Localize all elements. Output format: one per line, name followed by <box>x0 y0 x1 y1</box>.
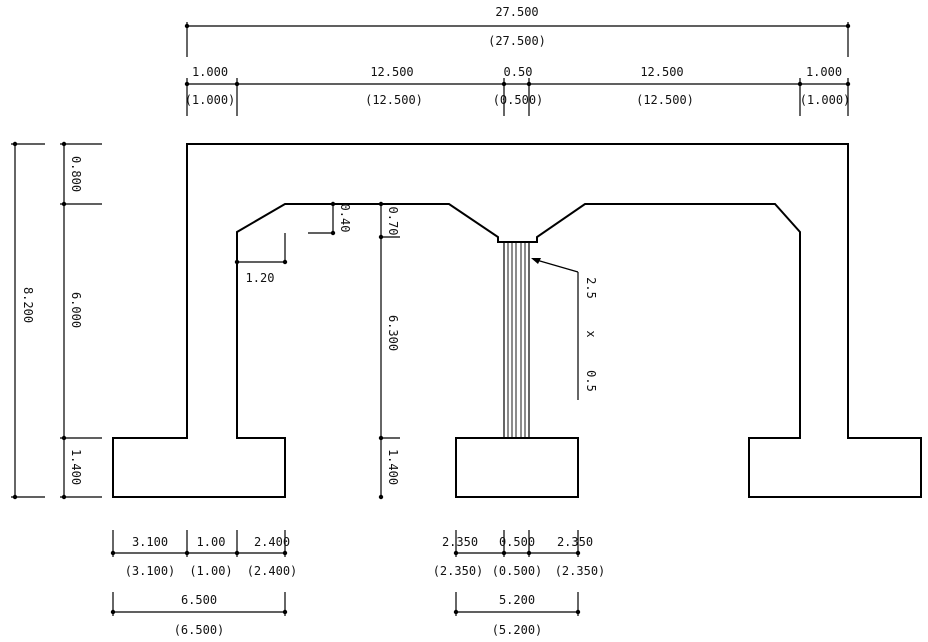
left-footing-total-label: 6.500 <box>181 593 217 607</box>
left-footing-total-paren-label: (6.500) <box>174 623 225 637</box>
center-footing-total-paren-label: (5.200) <box>492 623 543 637</box>
top-seg-5-paren: (1.000) <box>800 93 851 107</box>
left-total-height-dimension: 8.200 <box>11 141 45 500</box>
center-footing-total-label: 5.200 <box>499 593 535 607</box>
pile-label-part3: 0.5 <box>584 370 598 392</box>
pile-label-part2: x <box>584 330 598 337</box>
center-footing-seg-3: 2.350 <box>557 535 593 549</box>
center-footing <box>455 437 579 498</box>
left-footing-seg-3: 2.400 <box>254 535 290 549</box>
center-footing-seg-1: 2.350 <box>442 535 478 549</box>
outer-frame-outline <box>112 143 922 498</box>
left-footing-seg-1-paren: (3.100) <box>125 564 176 578</box>
slab-height-label: 0.800 <box>69 156 83 192</box>
top-segment-dimension: 1.000 12.500 0.50 12.500 1.000 (1.000) (… <box>185 65 851 116</box>
total-height-label: 8.200 <box>21 287 35 323</box>
center-footing-seg-2: 0.500 <box>499 535 535 549</box>
inner-height-dimension: 0.70 6.300 1.400 <box>378 201 400 500</box>
haunch-height-label: 0.40 <box>338 204 352 233</box>
top-seg-1: 1.000 <box>192 65 228 79</box>
left-footing-seg-2: 1.00 <box>197 535 226 549</box>
top-seg-2: 12.500 <box>370 65 413 79</box>
top-total-label: 27.500 <box>495 5 538 19</box>
clear-height-label: 6.300 <box>386 315 400 351</box>
center-footing-segment-dimension: 2.350 0.500 2.350 (2.350) (0.500) (2.350… <box>433 530 606 578</box>
center-footing-seg-1-paren: (2.350) <box>433 564 484 578</box>
web-top-label: 0.70 <box>386 207 400 236</box>
left-footing-seg-2-paren: (1.00) <box>189 564 232 578</box>
haunch-width-dimension: 1.20 <box>234 233 288 285</box>
haunch-width-label: 1.20 <box>246 271 275 285</box>
haunch-height-dimension: 0.40 <box>308 201 352 236</box>
top-seg-4: 12.500 <box>640 65 683 79</box>
left-footing-seg-3-paren: (2.400) <box>247 564 298 578</box>
left-footing-total-dimension: 6.500 (6.500) <box>110 592 288 637</box>
left-footing-segment-dimension: 3.100 1.00 2.400 (3.100) (1.00) (2.400) <box>110 530 298 578</box>
left-footing-seg-1: 3.100 <box>132 535 168 549</box>
top-seg-2-paren: (12.500) <box>365 93 423 107</box>
center-footing-total-dimension: 5.200 (5.200) <box>453 592 581 637</box>
top-seg-1-paren: (1.000) <box>185 93 236 107</box>
top-total-dimension: 27.500 (27.500) <box>184 5 851 57</box>
top-seg-3-paren: (0.500) <box>493 93 544 107</box>
center-footing-seg-2-paren: (0.500) <box>492 564 543 578</box>
pile-label-part1: 2.5 <box>584 277 598 299</box>
center-footing-seg-3-paren: (2.350) <box>555 564 606 578</box>
center-pier <box>503 242 530 438</box>
top-seg-3: 0.50 <box>504 65 533 79</box>
top-seg-4-paren: (12.500) <box>636 93 694 107</box>
top-seg-5: 1.000 <box>806 65 842 79</box>
top-total-paren-label: (27.500) <box>488 34 546 48</box>
pile-leader: 2.5 x 0.5 <box>531 258 598 400</box>
center-footing-height-label: 1.400 <box>386 449 400 485</box>
wall-height-label: 6.000 <box>69 292 83 328</box>
left-footing-height-label: 1.400 <box>69 449 83 485</box>
left-segment-height-dimension: 0.800 6.000 1.400 <box>60 141 102 500</box>
